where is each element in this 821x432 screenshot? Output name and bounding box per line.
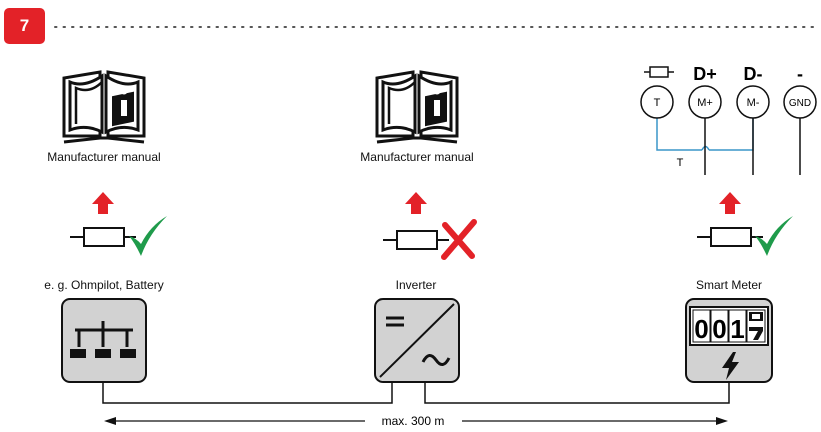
lightning-icon [722,352,739,380]
terminal-gnd: GND [789,98,811,109]
device-label-right: Smart Meter [695,278,763,292]
arrow-up-icon [719,192,741,214]
device-left-box [61,298,147,383]
meter-digit-2: 0 [712,314,726,344]
terminal-mplus: M+ [697,97,713,109]
manual-book-icon-middle [375,70,459,144]
device-label-middle: Inverter [395,278,437,292]
terminal-mminus: M- [747,97,760,109]
cross-icon [441,219,477,260]
arrow-left-icon [104,417,116,425]
manual-book-icon-left [62,70,146,144]
manual-label-middle: Manufacturer manual [360,150,474,164]
termination-right [697,192,793,256]
step-badge: 7 [4,8,45,44]
termination-left [70,192,167,256]
manual-label-left: Manufacturer manual [47,150,161,164]
resistor-icon [710,227,752,247]
device-right-box: 0 0 1 [685,298,773,383]
arrow-up-icon [405,192,427,214]
terminal-header-dminus: D- [744,64,763,84]
terminal-header-gnd: - [797,64,803,84]
arrow-up-icon [92,192,114,214]
meter-digit-3: 1 [730,314,744,344]
bus-splitter-icon [70,321,136,358]
terminal-block: D+ D- - T T M+ M- GND [640,64,817,175]
distance-label: max. 300 m [382,414,445,428]
resistor-icon [396,230,438,250]
device-middle-box [374,298,460,383]
termination-middle [383,192,477,260]
device-label-left: e. g. Ohmpilot, Battery [44,278,164,292]
resistor-small-icon [644,66,674,78]
meter-rolling-digit-icon [749,312,763,340]
terminal-t: T [654,97,661,109]
dc-ac-icon [379,303,455,378]
arrow-right-icon [716,417,728,425]
meter-digit-1: 0 [694,314,708,344]
check-icon [129,216,167,256]
distance-dimension: max. 300 m [104,414,728,428]
t-wire-label: T [677,157,684,169]
terminal-header-dplus: D+ [693,64,717,84]
resistor-icon [83,227,125,247]
check-icon [755,216,793,256]
